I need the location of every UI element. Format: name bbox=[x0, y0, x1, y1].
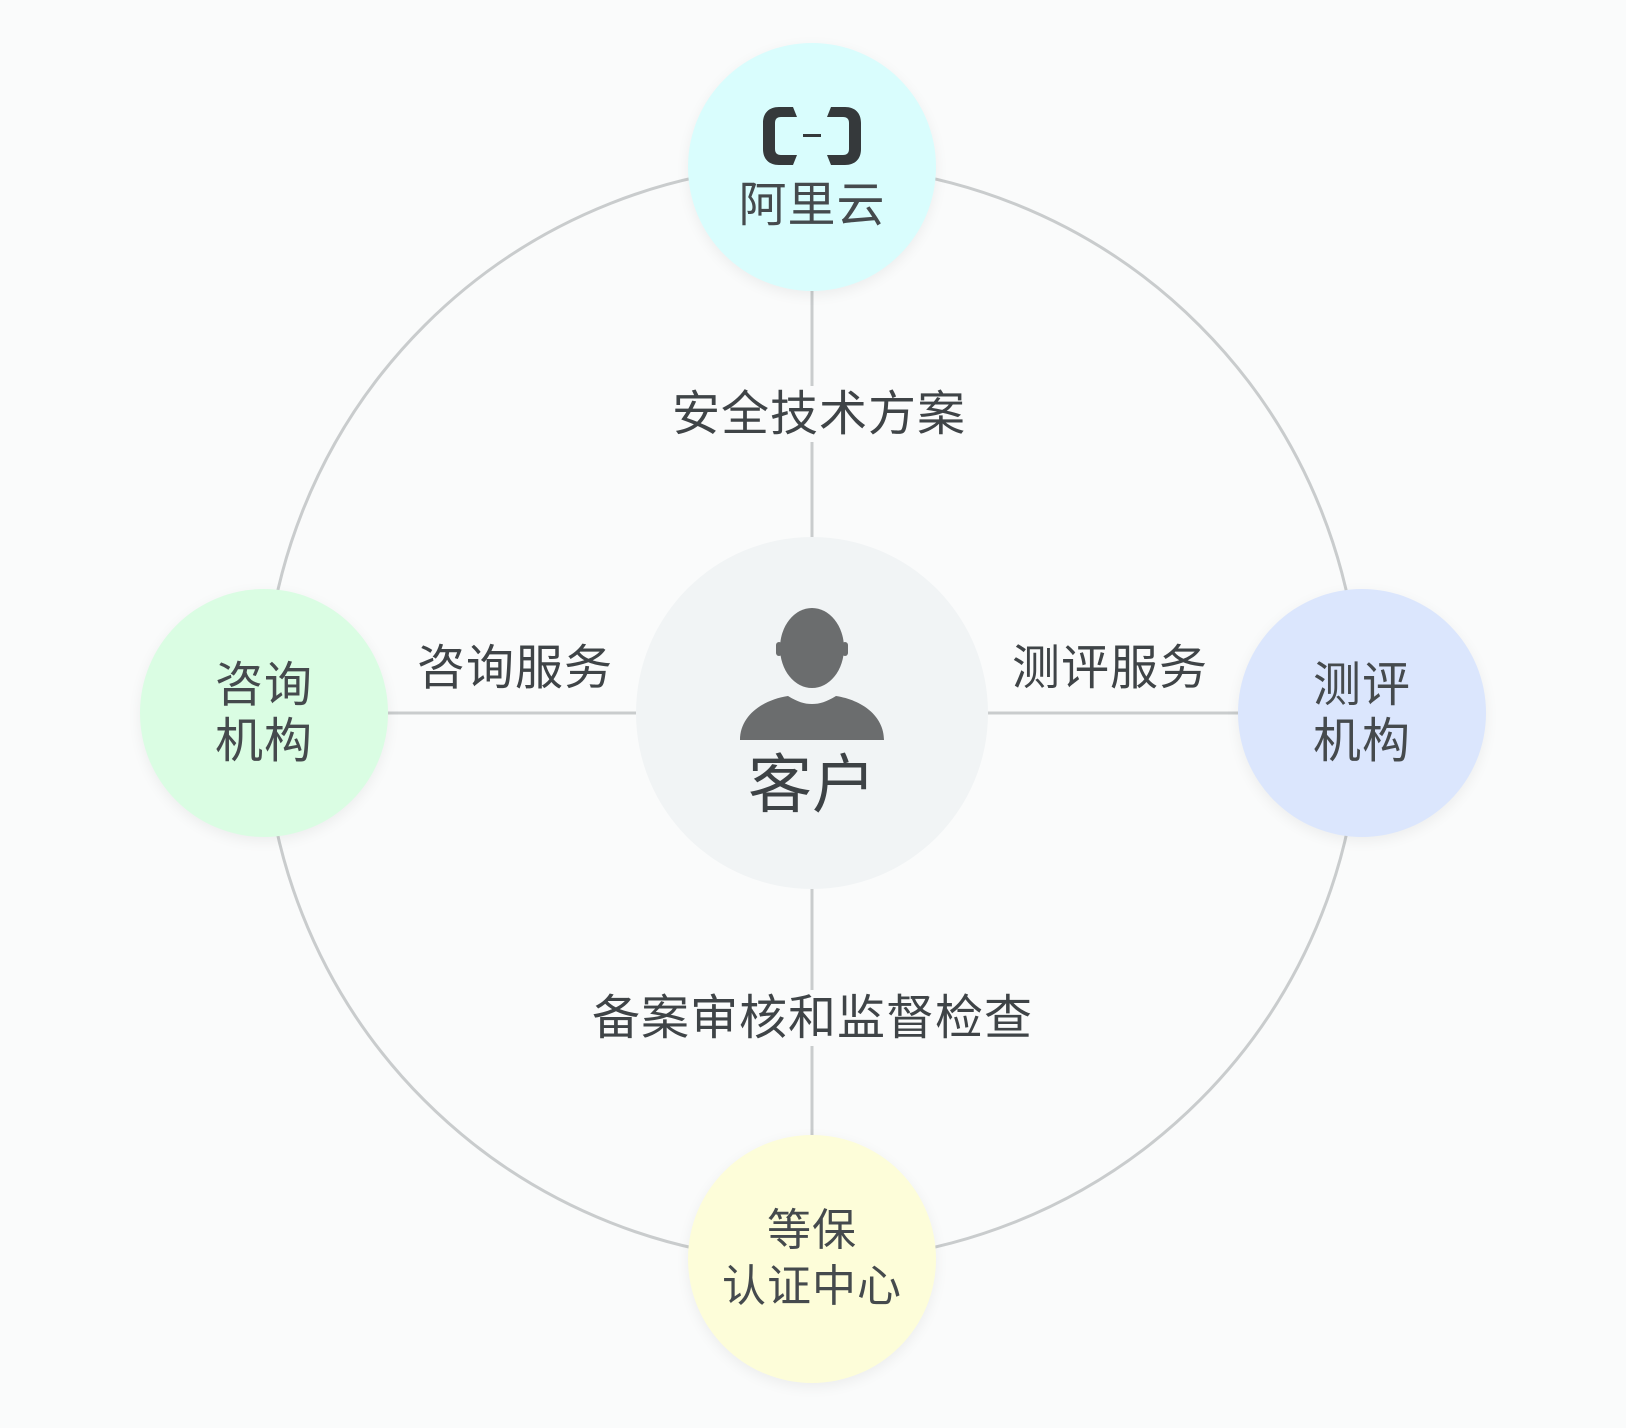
node-evaluation-line1: 测评 bbox=[1312, 657, 1411, 713]
node-evaluation-line2: 机构 bbox=[1312, 713, 1411, 769]
edge-label-evaluation-service: 测评服务 bbox=[1011, 640, 1208, 696]
edge-label-filing-review: 备案审核和监督检查 bbox=[592, 990, 1034, 1046]
person-icon bbox=[740, 608, 884, 740]
node-certification-line2: 认证中心 bbox=[722, 1261, 902, 1312]
edge-label-security-solution: 安全技术方案 bbox=[672, 386, 967, 442]
node-evaluation: 测评 机构 bbox=[1238, 589, 1486, 837]
node-certification-line1: 等保 bbox=[767, 1205, 857, 1256]
node-customer-label: 客户 bbox=[748, 749, 876, 823]
node-customer: 客户 bbox=[636, 537, 988, 889]
edge-label-consulting-service: 咨询服务 bbox=[416, 640, 613, 696]
node-consulting-line2: 机构 bbox=[214, 713, 313, 769]
node-consulting: 咨询 机构 bbox=[140, 589, 388, 837]
node-aliyun-label: 阿里云 bbox=[738, 177, 886, 233]
node-certification-center: 等保 认证中心 bbox=[688, 1135, 936, 1383]
node-consulting-line1: 咨询 bbox=[214, 657, 313, 713]
node-aliyun: 阿里云 bbox=[688, 43, 936, 291]
aliyun-logo-icon bbox=[763, 107, 861, 165]
